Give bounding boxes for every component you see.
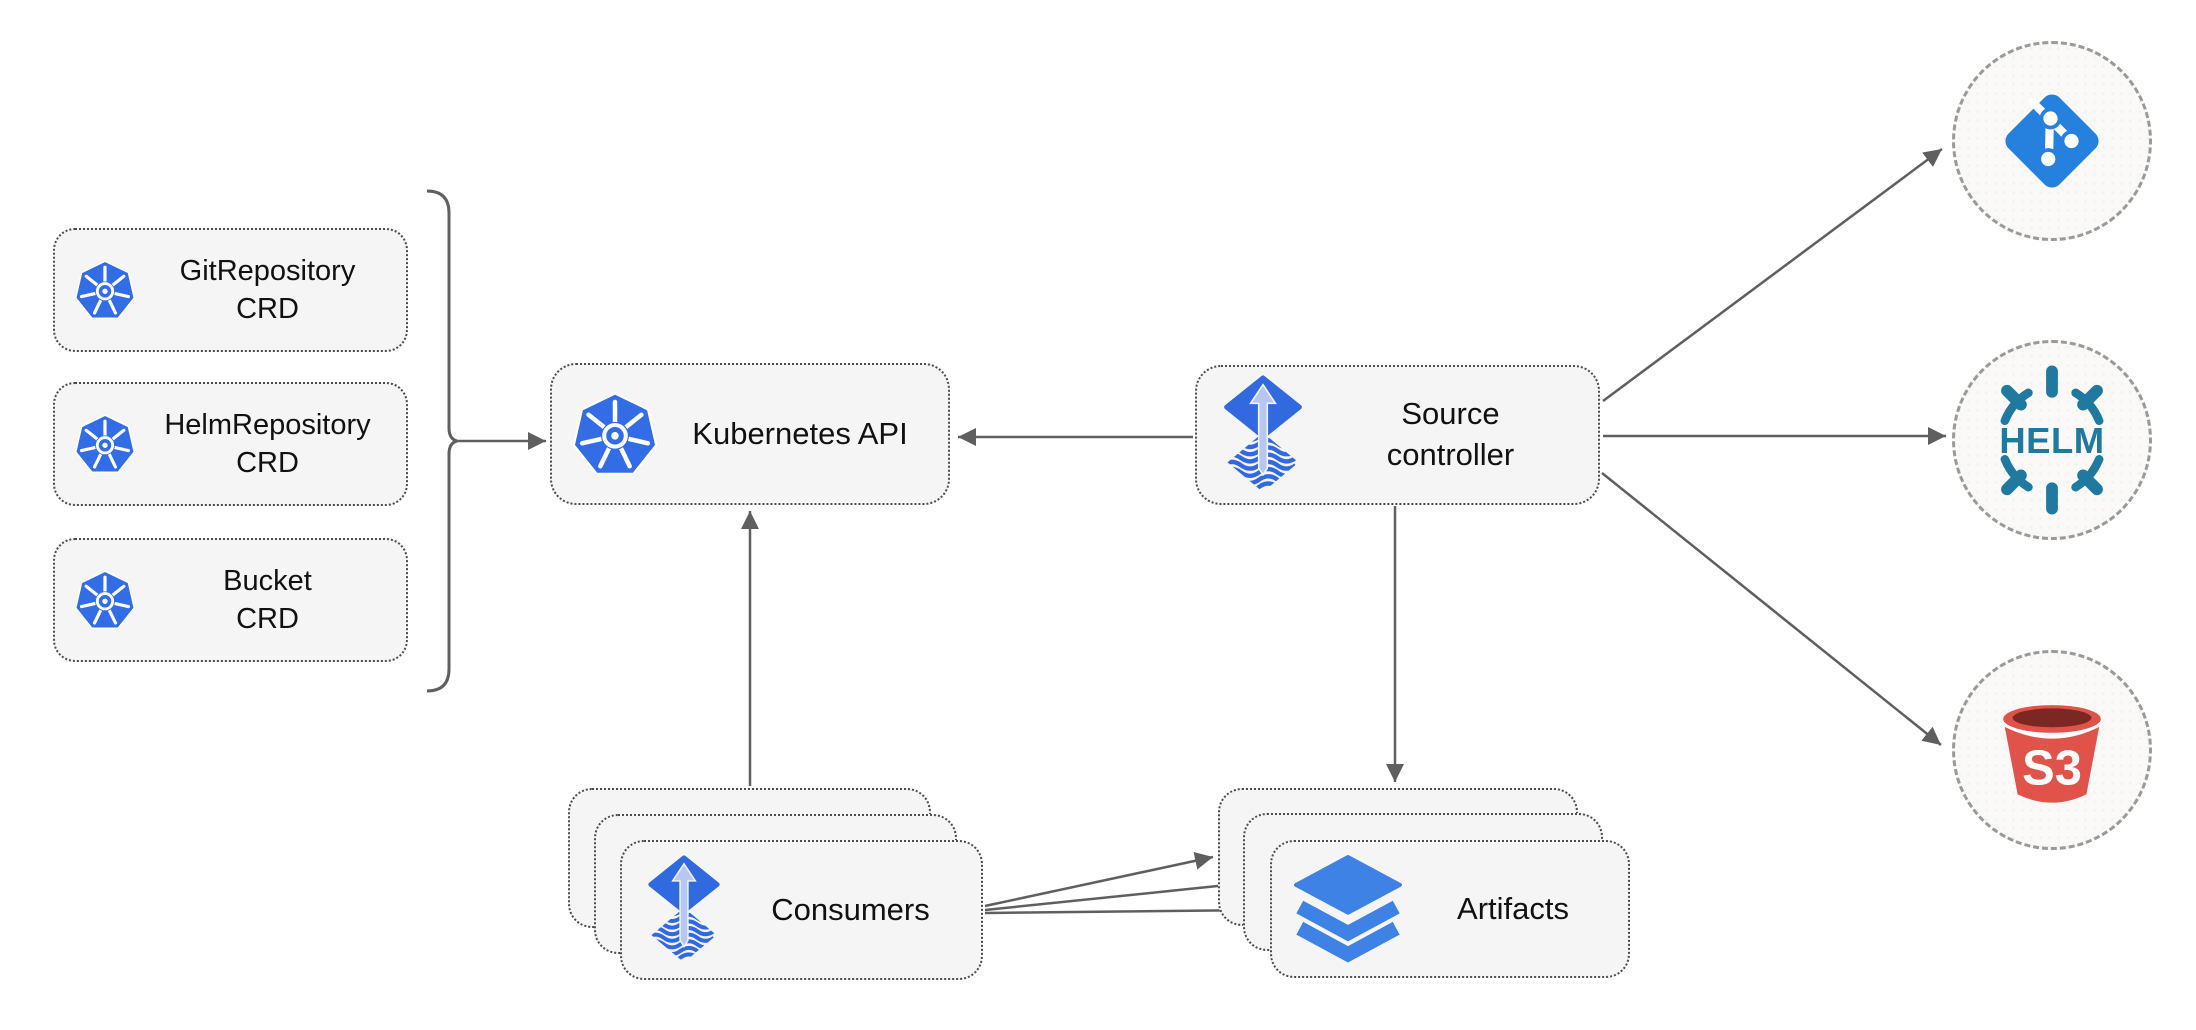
s3-logo-text: S3	[2022, 741, 2082, 795]
crd-kind: CRD	[236, 447, 299, 479]
crd-kind: CRD	[236, 603, 299, 635]
crd-bracket	[426, 189, 458, 693]
node-source-controller: Source controller	[1195, 365, 1600, 505]
arrow-source-controller-to-git	[1602, 147, 1943, 403]
crd-name: HelmRepository	[164, 408, 371, 441]
consumers-label: Consumers	[771, 891, 930, 927]
node-label: Source controller	[1319, 394, 1582, 476]
node-bucket-crd: Bucket CRD	[53, 538, 408, 662]
node-git-source	[1952, 41, 2152, 241]
node-helmrepository-crd: HelmRepository CRD	[53, 382, 408, 506]
node-consumers: Consumers	[620, 840, 983, 980]
kubernetes-icon	[73, 412, 137, 476]
node-artifacts: Artifacts	[1270, 840, 1630, 978]
kubernetes-api-label: Kubernetes API	[692, 415, 908, 451]
flux-icon	[1215, 375, 1311, 495]
s3-bucket-icon: S3	[2003, 705, 2101, 803]
node-s3-source: S3	[1952, 650, 2152, 850]
git-icon	[2005, 94, 2099, 188]
node-label: Artifacts	[1414, 889, 1612, 930]
node-kubernetes-api: Kubernetes API	[550, 363, 950, 505]
node-label: Kubernetes API	[668, 414, 932, 455]
helm-logo-text: HELM	[1999, 420, 2104, 461]
source-controller-label-line1: Source	[1401, 396, 1500, 432]
node-label: GitRepository CRD	[145, 252, 390, 329]
arrow-source-controller-to-s3	[1601, 472, 1942, 746]
crd-name: GitRepository	[179, 254, 356, 287]
node-label: Consumers	[736, 890, 965, 931]
kubernetes-icon	[73, 568, 137, 632]
source-controller-label-line2: controller	[1386, 437, 1515, 472]
node-gitrepository-crd: GitRepository CRD	[53, 228, 408, 352]
node-helm-source: HELM	[1952, 340, 2152, 540]
arrow-consumers-to-artifacts-2	[984, 876, 1238, 912]
arrow-consumers-to-artifacts-1	[984, 851, 1214, 908]
node-label: Bucket CRD	[145, 562, 390, 639]
layers-icon	[1290, 855, 1406, 963]
node-label: HelmRepository CRD	[145, 406, 390, 483]
crd-name: Bucket	[223, 564, 312, 597]
crd-kind: CRD	[236, 293, 299, 325]
kubernetes-icon	[73, 258, 137, 322]
artifacts-label: Artifacts	[1457, 890, 1569, 926]
helm-icon: HELM	[1999, 365, 2104, 515]
flux-icon	[640, 855, 728, 965]
kubernetes-icon	[570, 389, 660, 479]
